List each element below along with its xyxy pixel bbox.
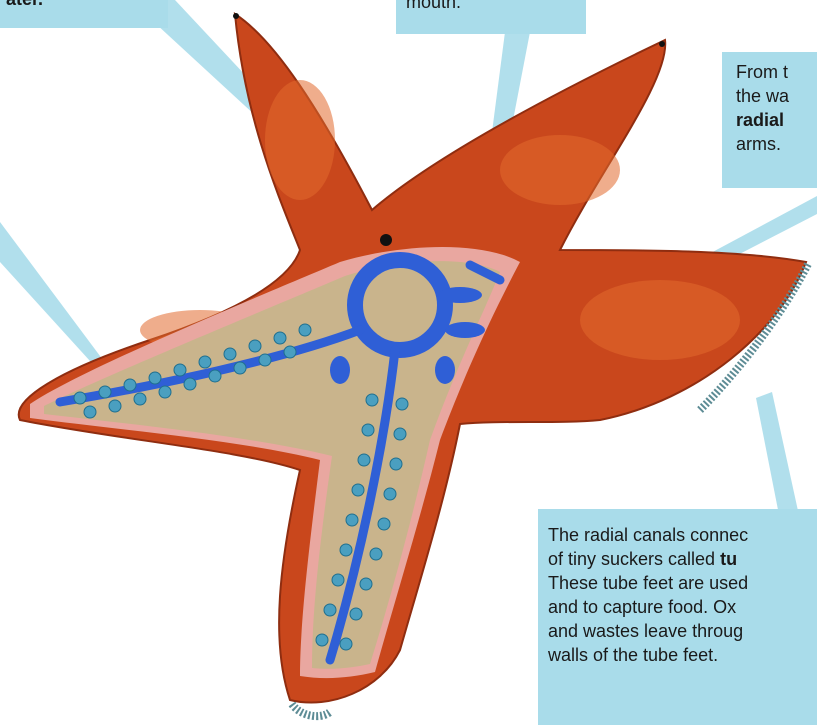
- callout-bottom-line-2: of tiny suckers called: [548, 549, 720, 569]
- callout-tube-feet: The radial canals connec of tiny suckers…: [538, 509, 817, 725]
- callout-top-left: ater.: [0, 0, 168, 28]
- eyespot-top-left: [233, 13, 239, 19]
- callout-top-left-text: ater.: [6, 0, 43, 11]
- callout-right-line-2: the wa: [736, 84, 817, 108]
- callout-bottom-line-2-bold: tu: [720, 549, 737, 569]
- callout-bottom-line-1: The radial canals connec: [548, 523, 817, 547]
- callout-bottom-line-5: and wastes leave throug: [548, 619, 817, 643]
- callout-bottom-line-6: walls of the tube feet.: [548, 643, 817, 667]
- callout-mouth-text: mouth.: [406, 0, 461, 14]
- leader-line-tube-feet: [756, 392, 800, 520]
- eyespot-top-right: [659, 41, 665, 47]
- callout-bottom-line-4: and to capture food. Ox: [548, 595, 817, 619]
- callout-right-line-3: radial: [736, 110, 784, 130]
- leader-line-left: [0, 222, 106, 372]
- madreporite: [380, 234, 392, 246]
- callout-mouth: mouth.: [396, 0, 586, 34]
- callout-right-line-4: arms.: [736, 132, 817, 156]
- callout-radial-canals: From t the wa radial arms.: [722, 52, 817, 188]
- callout-right-line-1: From t: [736, 60, 817, 84]
- callout-bottom-line-3: These tube feet are used: [548, 571, 817, 595]
